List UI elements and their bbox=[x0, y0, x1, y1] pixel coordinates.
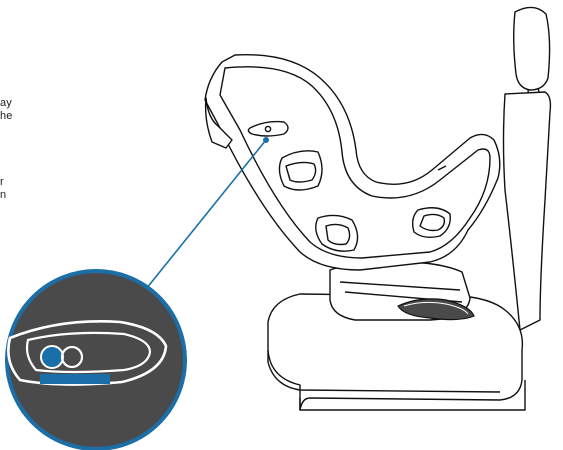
callout-connector bbox=[142, 137, 269, 294]
child-car-seat bbox=[205, 55, 500, 320]
instruction-text-1: ay he bbox=[0, 97, 12, 123]
recline-adjuster-icon bbox=[7, 271, 185, 449]
instruction-text-2: r n bbox=[0, 176, 6, 202]
headrest bbox=[514, 7, 550, 98]
seat-back bbox=[504, 92, 551, 330]
